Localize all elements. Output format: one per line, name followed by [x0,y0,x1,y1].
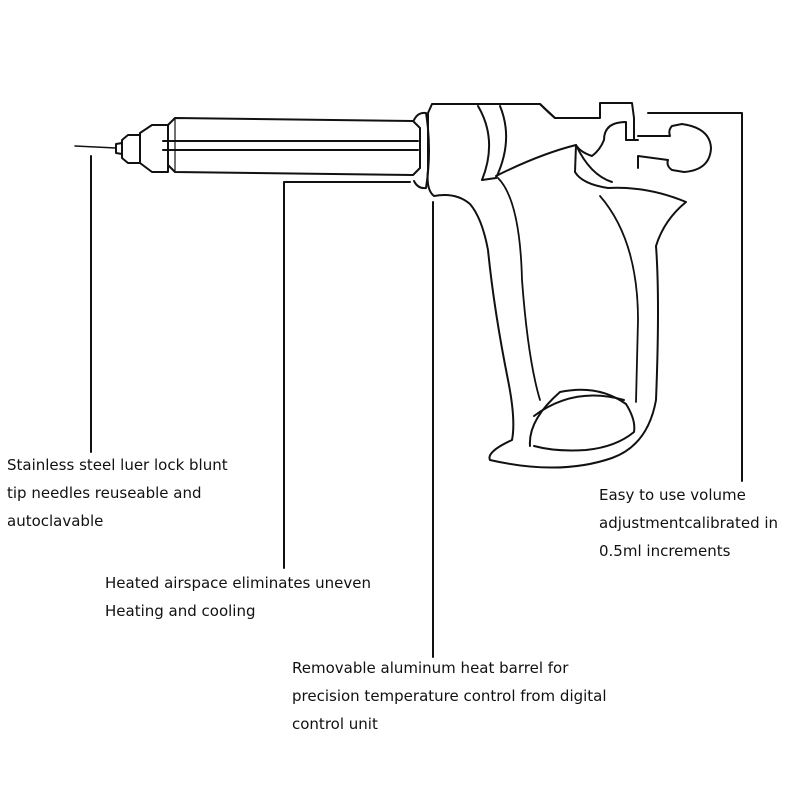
airspace-callout-label: Heated airspace eliminates uneven Heatin… [105,569,371,625]
heat-barrel-drawing [162,111,430,190]
leader-lines [90,112,743,658]
needle-callout-label: Stainless steel luer lock blunt tip need… [7,451,228,535]
barrel-callout-label: Removable aluminum heat barrel for preci… [292,654,607,738]
barrel-callout-line: Removable aluminum heat barrel for [292,659,569,677]
volume-callout-line: 0.5ml increments [599,542,731,560]
needle-tip-drawing [74,124,169,173]
barrel-callout-line: precision temperature control from digit… [292,687,607,705]
volume-callout-label: Easy to use volume adjustmentcalibrated … [599,481,778,565]
airspace-callout-line: Heated airspace eliminates uneven [105,574,371,592]
airspace-leader-line [283,181,411,569]
airspace-callout-line: Heating and cooling [105,602,256,620]
needle-callout-line: autoclavable [7,512,104,530]
volume-adjust-knob-drawing [625,123,712,173]
needle-callout-line: Stainless steel luer lock blunt [7,456,228,474]
gun-body-drawing [426,102,687,469]
volume-callout-line: adjustmentcalibrated in [599,514,779,532]
barrel-callout-line: control unit [292,715,378,733]
volume-leader-line [647,112,743,482]
needle-callout-line: tip needles reuseable and [7,484,202,502]
volume-callout-line: Easy to use volume [599,486,746,504]
